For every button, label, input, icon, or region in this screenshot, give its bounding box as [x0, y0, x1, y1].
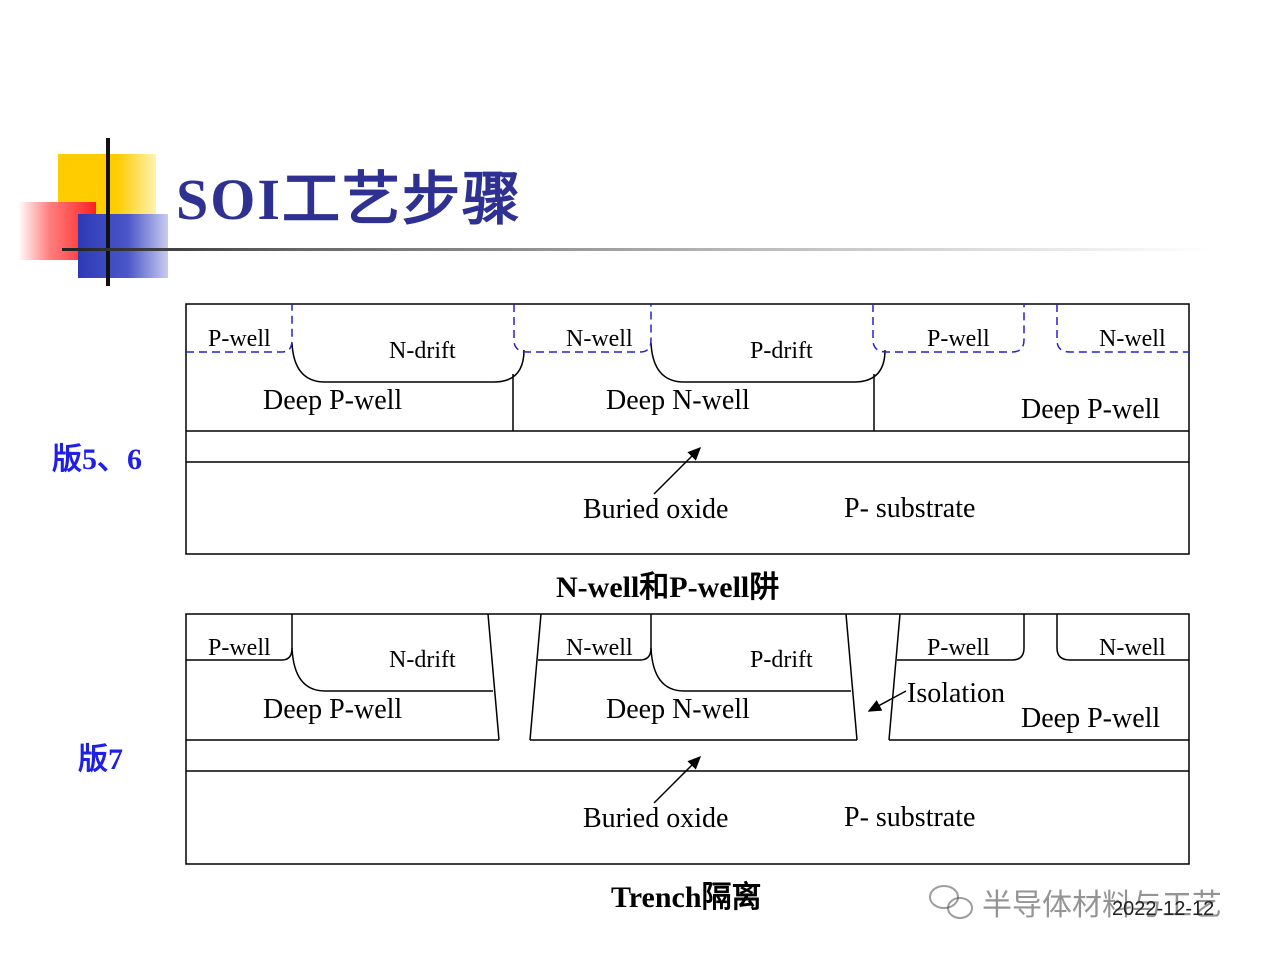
diagram1-label-ndrift: N-drift [389, 338, 456, 364]
watermark-label: 半导体材料与工艺 [982, 888, 1222, 923]
diagram2-label-isolation: Isolation [907, 678, 1005, 709]
logo-vertical-line [106, 138, 110, 286]
diagram1-label-nwell-right: N-well [1099, 326, 1166, 352]
footer-date: 2022-12-12 [1112, 898, 1215, 920]
diagram1-label-nwell-mid: N-well [566, 326, 633, 352]
diagram-1 [185, 303, 1190, 555]
diagram1-label-deep-pwell-right: Deep P-well [1021, 394, 1160, 425]
caption-1: N-well和P-well阱 [556, 571, 780, 604]
diagram1-label-pwell-right: P-well [927, 326, 990, 352]
watermark-text: 半导体材料与工艺 [920, 880, 1240, 930]
diagram2-pwell-right-boundary [897, 614, 1025, 661]
mask-label-1: 版5、6 [52, 443, 142, 476]
diagram1-dashed-wells [186, 304, 1189, 353]
diagram2-label-substrate: P- substrate [844, 802, 975, 833]
wechat-icon [929, 885, 973, 919]
logo-blue-square [78, 214, 168, 278]
diagram1-pwell-left-boundary [186, 304, 293, 353]
diagram2-label-deep-nwell: Deep N-well [606, 694, 750, 725]
page-title: SOI工艺步骤 [176, 167, 522, 232]
diagram1-outline [185, 303, 1190, 555]
diagram2-outline [185, 613, 1190, 865]
diagram2-isolation-arrow [867, 690, 907, 712]
diagram1-label-substrate: P- substrate [844, 493, 975, 524]
diagram2-label-pwell-right: P-well [927, 635, 990, 661]
caption-2: Trench隔离 [611, 881, 762, 914]
diagram2-label-ndrift: N-drift [389, 647, 456, 673]
diagram1-label-pdrift: P-drift [750, 338, 813, 364]
diagram1-pdrift-boundary [650, 342, 886, 383]
diagram1-box-arrow [653, 446, 702, 495]
diagram2-label-pdrift: P-drift [750, 647, 813, 673]
diagram1-label-deep-pwell-left: Deep P-well [263, 385, 402, 416]
diagram2-pdrift-boundary [650, 647, 851, 692]
diagram1-nwell-mid-boundary [513, 304, 652, 353]
diagram2-trench2-right-wall [888, 613, 901, 741]
diagram-2-labels: P-well N-drift N-well P-drift P-well N-w… [208, 635, 1166, 834]
title-underline [62, 248, 1212, 251]
diagram1-nwell-right-boundary [1056, 304, 1189, 353]
diagram2-trench1-left-wall [487, 613, 500, 741]
diagram1-ndrift-boundary [291, 342, 525, 383]
diagram2-label-buried-oxide: Buried oxide [583, 803, 728, 834]
diagram2-ndrift-boundary [291, 647, 493, 692]
diagram1-label-buried-oxide: Buried oxide [583, 494, 728, 525]
diagram1-label-pwell-left: P-well [208, 326, 271, 352]
diagram1-label-deep-nwell: Deep N-well [606, 385, 750, 416]
diagram2-label-pwell-left: P-well [208, 635, 271, 661]
diagram2-trench1-right-wall [529, 613, 542, 741]
diagram2-nwell-right-boundary [1056, 614, 1189, 661]
diagram2-box-arrow [653, 755, 702, 804]
mask-label-2: 版7 [78, 743, 123, 776]
diagram-1-labels: P-well N-drift N-well P-drift P-well N-w… [208, 326, 1166, 525]
diagram2-label-deep-pwell-right: Deep P-well [1021, 703, 1160, 734]
diagram2-label-nwell-mid: N-well [566, 635, 633, 661]
diagram2-trench2-left-wall [845, 613, 858, 741]
diagram2-label-deep-pwell-left: Deep P-well [263, 694, 402, 725]
diagram2-label-nwell-right: N-well [1099, 635, 1166, 661]
diagram-2 [185, 613, 1190, 865]
diagram1-pwell-right-boundary [872, 304, 1025, 353]
